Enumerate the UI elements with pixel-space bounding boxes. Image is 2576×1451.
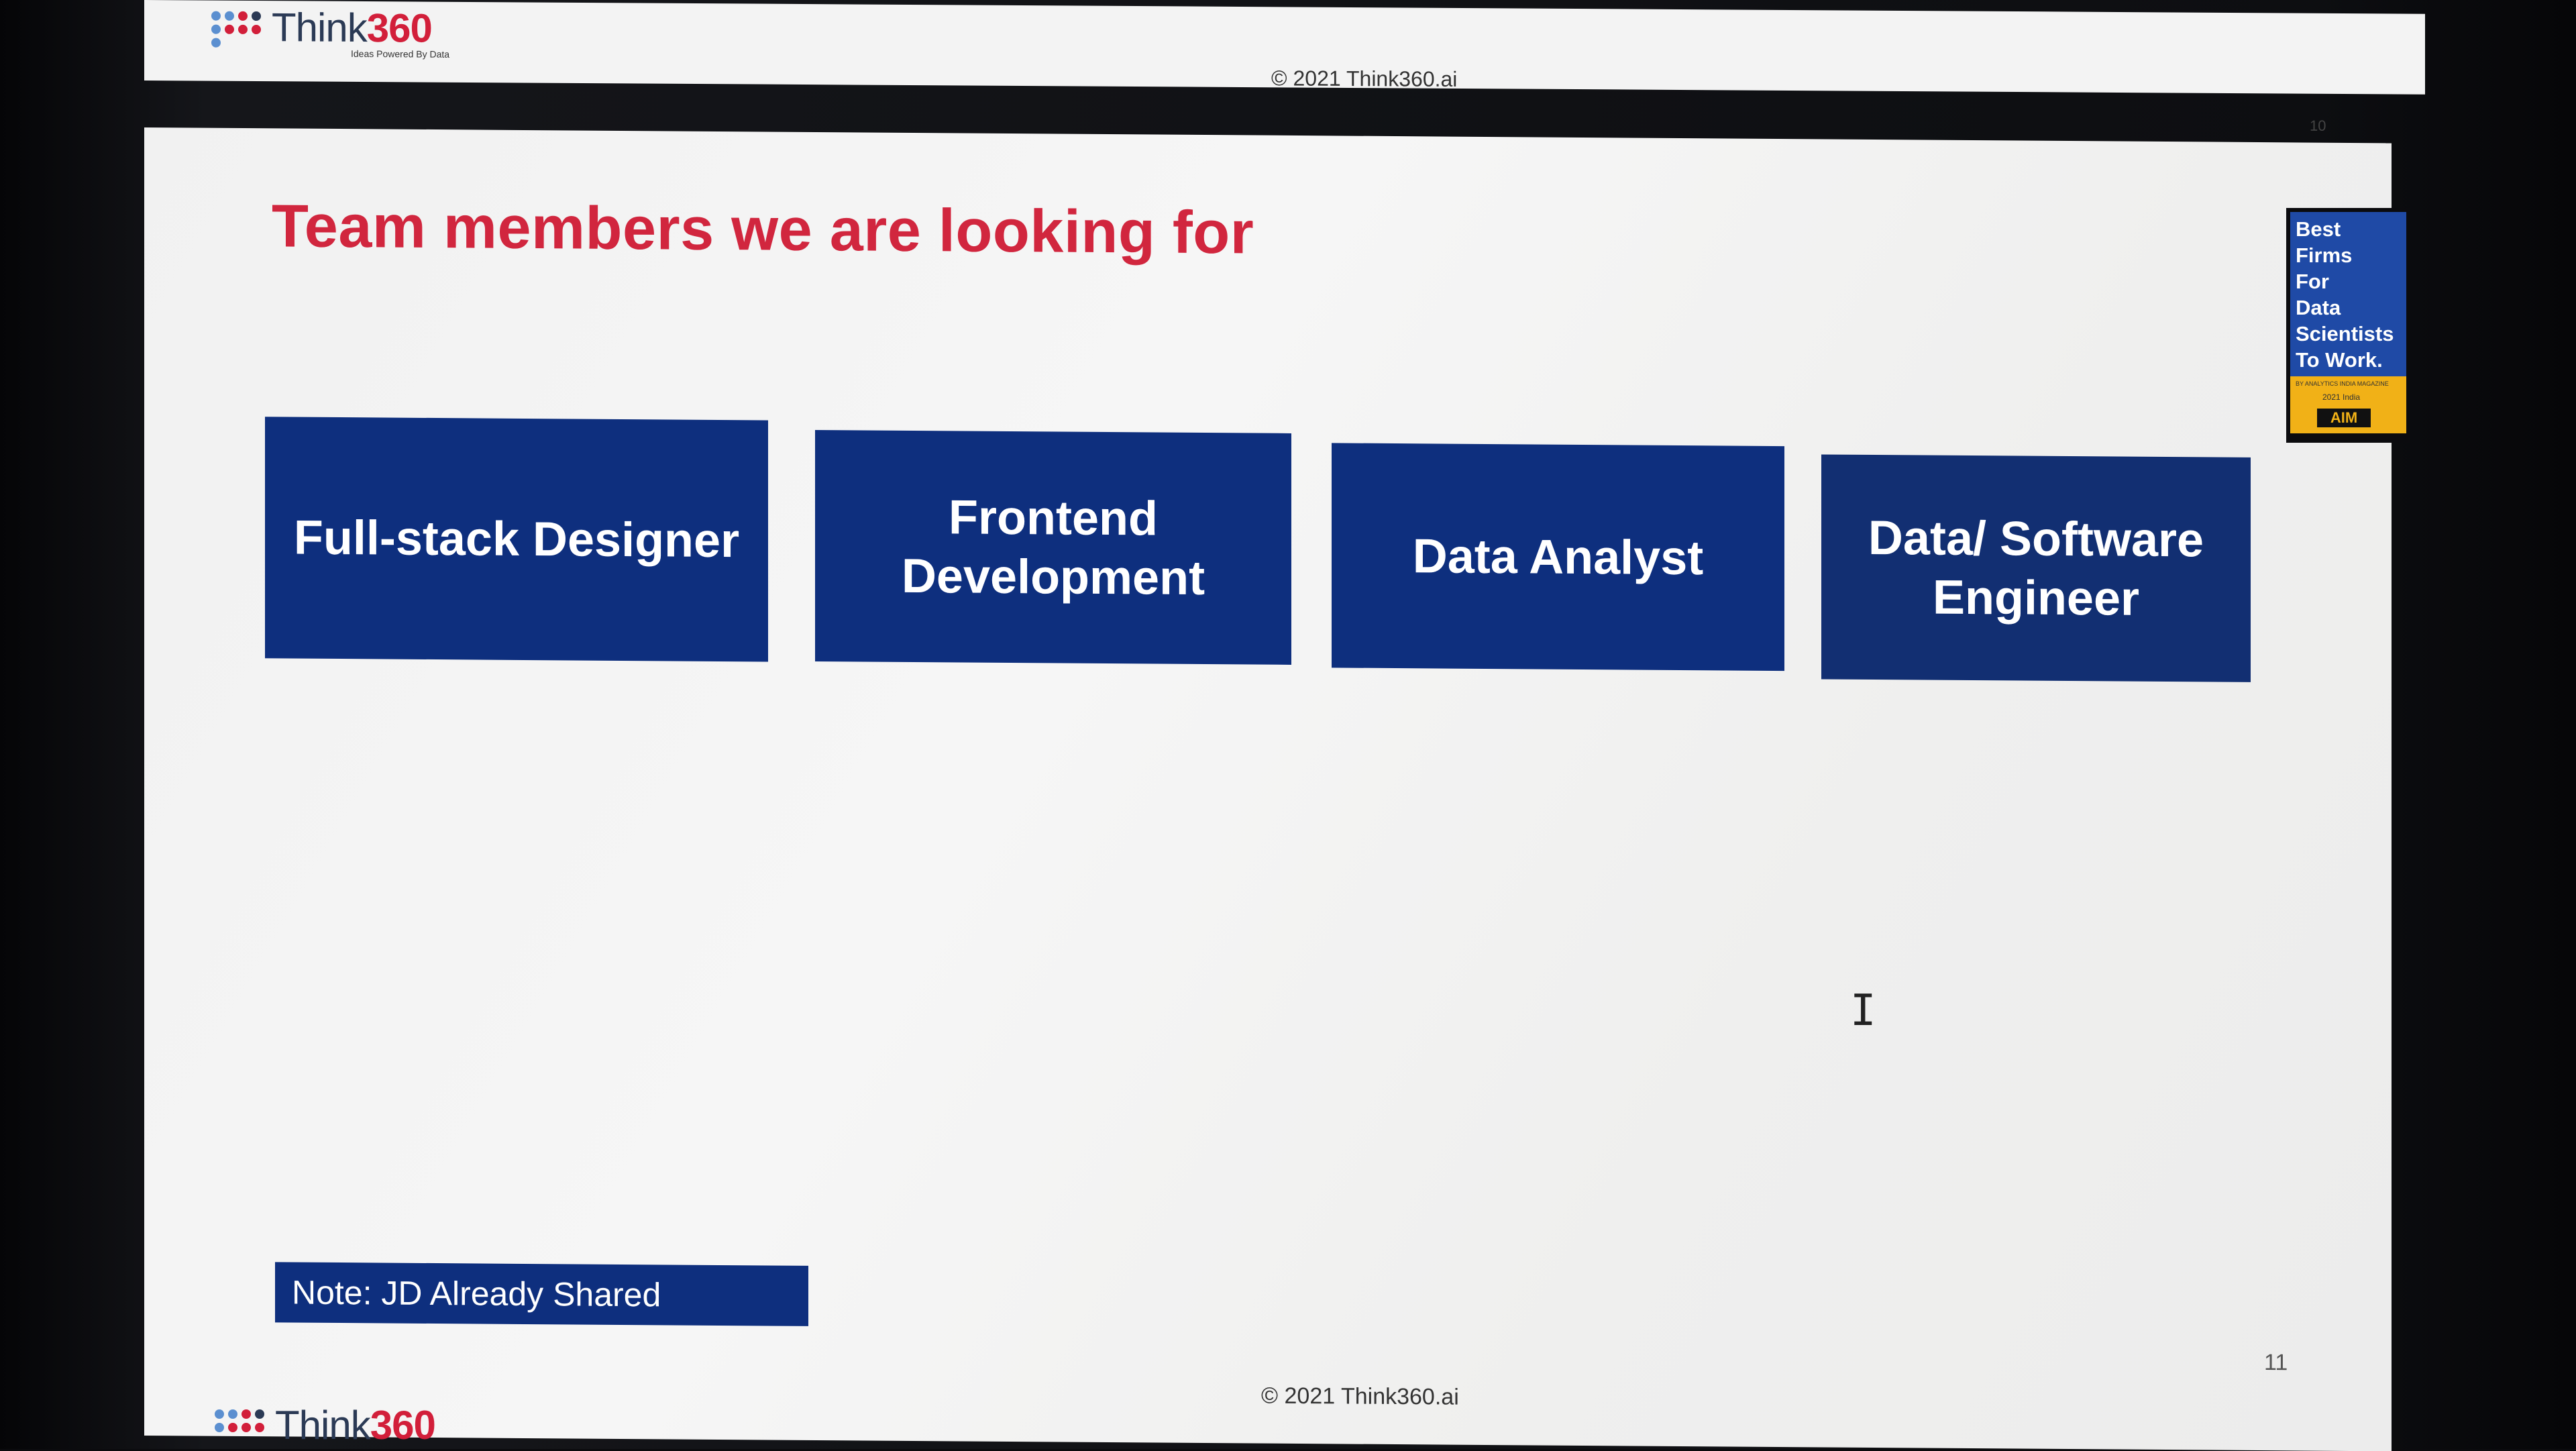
aim-logo-icon: AIM — [2317, 409, 2371, 427]
think360-logo-bottom: Think360 — [215, 1403, 436, 1448]
dot-grid-logo-icon — [215, 1409, 264, 1432]
note-banner: Note: JD Already Shared — [275, 1262, 808, 1326]
role-cards: Full-stack Designer Frontend Development… — [265, 417, 2251, 682]
badge-footer: BY ANALYTICS INDIA MAGAZINE 2021 India A… — [2290, 376, 2406, 433]
role-card-frontend-development: Frontend Development — [815, 429, 1291, 665]
role-card-full-stack-designer: Full-stack Designer — [265, 417, 768, 662]
logo-wordmark: Think360 — [275, 1403, 436, 1448]
best-firms-badge: Best Firms For Data Scientists To Work. … — [2286, 208, 2410, 443]
slide-page-number: 11 — [2264, 1350, 2288, 1376]
slide-title: Team members we are looking for — [272, 193, 1254, 267]
previous-slide-page-number: 10 — [2310, 117, 2326, 134]
badge-small-text: BY ANALYTICS INDIA MAGAZINE — [2296, 380, 2389, 387]
badge-text: Best Firms For Data Scientists To Work. — [2290, 212, 2406, 376]
badge-line: Scientists — [2296, 322, 2394, 345]
current-slide[interactable]: Team members we are looking for Full-sta… — [144, 127, 2392, 1451]
text-cursor-icon: I — [1850, 986, 1876, 1036]
badge-line: Data — [2296, 296, 2341, 319]
dot-grid-logo-icon — [211, 11, 261, 48]
badge-line: Best — [2296, 217, 2341, 241]
logo-wordmark: Think360 — [272, 5, 432, 51]
slide-copyright: © 2021 Think360.ai — [1261, 1383, 1459, 1410]
previous-slide-copyright: © 2021 Think360.ai — [1271, 66, 1458, 91]
badge-year: 2021 India — [2322, 392, 2361, 402]
badge-line: For — [2296, 270, 2329, 293]
role-card-data-software-engineer: Data/ Software Engineer — [1821, 454, 2251, 682]
logo-tagline: Ideas Powered By Data — [351, 48, 450, 60]
role-card-data-analyst: Data Analyst — [1332, 443, 1784, 671]
think360-logo: Think360 Ideas Powered By Data — [211, 5, 449, 60]
badge-line: To Work. — [2296, 348, 2383, 372]
badge-line: Firms — [2296, 244, 2353, 267]
previous-slide[interactable]: Think360 Ideas Powered By Data © 2021 Th… — [144, 0, 2425, 134]
